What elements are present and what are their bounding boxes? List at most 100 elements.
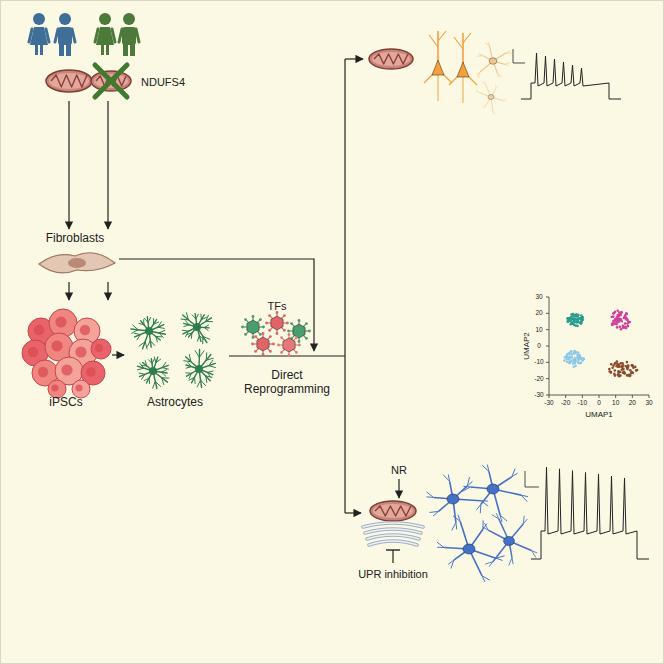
virus-spike-tip (288, 354, 291, 357)
astro-branch (162, 368, 168, 370)
neuron-soma (488, 95, 494, 100)
person-dress (30, 27, 48, 45)
astro-branch (154, 322, 159, 324)
stage-label: Astrocytes (147, 395, 203, 409)
axis-label: UMAP1 (585, 410, 613, 419)
stage-label: Fibroblasts (46, 231, 105, 245)
dendrite-branch (448, 474, 449, 481)
astro-branch (149, 360, 152, 364)
person-torso (58, 27, 72, 45)
neuron (476, 42, 512, 78)
neuron (424, 31, 452, 101)
ipsc-cell (91, 339, 111, 359)
neuron (483, 513, 538, 567)
astro-branch (206, 353, 208, 360)
virus-spike-tip (298, 344, 301, 347)
dendrite-branch (523, 519, 527, 524)
neuron-soma (489, 58, 497, 65)
person-arm (72, 29, 75, 42)
astro-branch (192, 315, 196, 319)
dendrite-branch (437, 547, 444, 548)
virus-spike-tip (280, 336, 283, 339)
ipsc-nucleus (51, 340, 62, 351)
astro-branch (156, 359, 161, 363)
dendrite-branch (488, 42, 489, 46)
umap-dot (578, 355, 581, 358)
astro-branch (133, 325, 139, 330)
astro-branch (206, 321, 213, 322)
astro-branch (150, 341, 154, 346)
umap-dot (575, 313, 578, 316)
tick-label: 10 (535, 326, 542, 333)
umap-dot (578, 354, 581, 357)
flow-arrow (107, 101, 108, 229)
astro-branch (209, 366, 216, 368)
person-arm (112, 29, 115, 42)
astro-branch (189, 373, 191, 378)
astro-branch (149, 378, 151, 383)
astro-branch (182, 330, 188, 332)
mito-outer (46, 70, 92, 92)
voltage-trace (531, 467, 649, 559)
umap-dot (579, 322, 582, 325)
dendrite-branch (496, 513, 499, 519)
umap-dot (578, 354, 581, 357)
astro-branch (184, 325, 189, 327)
astro-branch (139, 342, 145, 346)
astro-branch (201, 380, 206, 386)
umap-dot (631, 364, 634, 367)
umap-dot (578, 355, 581, 358)
dendrite-branch (479, 53, 483, 55)
neuron-soma (432, 60, 444, 75)
umap-dot (568, 317, 571, 320)
astro-branch (184, 360, 191, 362)
ipsc-nucleus (51, 384, 58, 391)
umap-dot (573, 321, 576, 324)
mitochondrion (46, 70, 92, 92)
astro-branch (189, 355, 191, 362)
astro-branch (206, 358, 213, 360)
dendrite-branch (426, 492, 433, 498)
er-lumen (369, 541, 417, 545)
person-arm (119, 29, 122, 42)
umap-dot (577, 320, 580, 323)
astro-branch (154, 357, 156, 363)
er-lumen (367, 535, 419, 539)
umap-dot (616, 321, 619, 324)
astro-branch (148, 317, 151, 322)
astro-branch (186, 331, 189, 336)
astro-branch (197, 336, 199, 342)
umap-dot (572, 362, 575, 365)
axis-tick (546, 395, 549, 396)
umap-dot (579, 355, 582, 358)
ipsc-nucleus (80, 325, 90, 335)
umap-dot (610, 363, 613, 366)
mito-inner (373, 504, 413, 518)
virus-spike-tip (298, 340, 301, 343)
ipsc-nucleus (61, 364, 72, 375)
astro-branch (185, 321, 189, 325)
person-leg (66, 43, 71, 56)
umap-dot (577, 357, 580, 360)
annotation: UPR inhibition (358, 568, 428, 581)
astro-branch (203, 336, 210, 339)
person-leg (123, 43, 128, 56)
mito-cristae (375, 506, 411, 516)
astro-branch (159, 330, 165, 333)
virus-spike-tip (286, 322, 289, 325)
axis-tick (599, 395, 600, 398)
person-arm (29, 29, 32, 42)
flow-arrow (398, 479, 399, 498)
umap-dot (629, 374, 632, 377)
umap-dot (573, 352, 576, 355)
astrocyte (181, 313, 213, 344)
tick-label: -20 (561, 399, 570, 406)
umap-dot (624, 326, 627, 329)
umap-dot (580, 322, 583, 325)
dendrite-branch (487, 465, 489, 472)
umap-dot (631, 364, 634, 367)
virus-spike-tip (268, 314, 271, 317)
dendrite-branch (426, 496, 433, 498)
dendrite-branch (484, 81, 485, 84)
umap-dot (577, 317, 580, 320)
